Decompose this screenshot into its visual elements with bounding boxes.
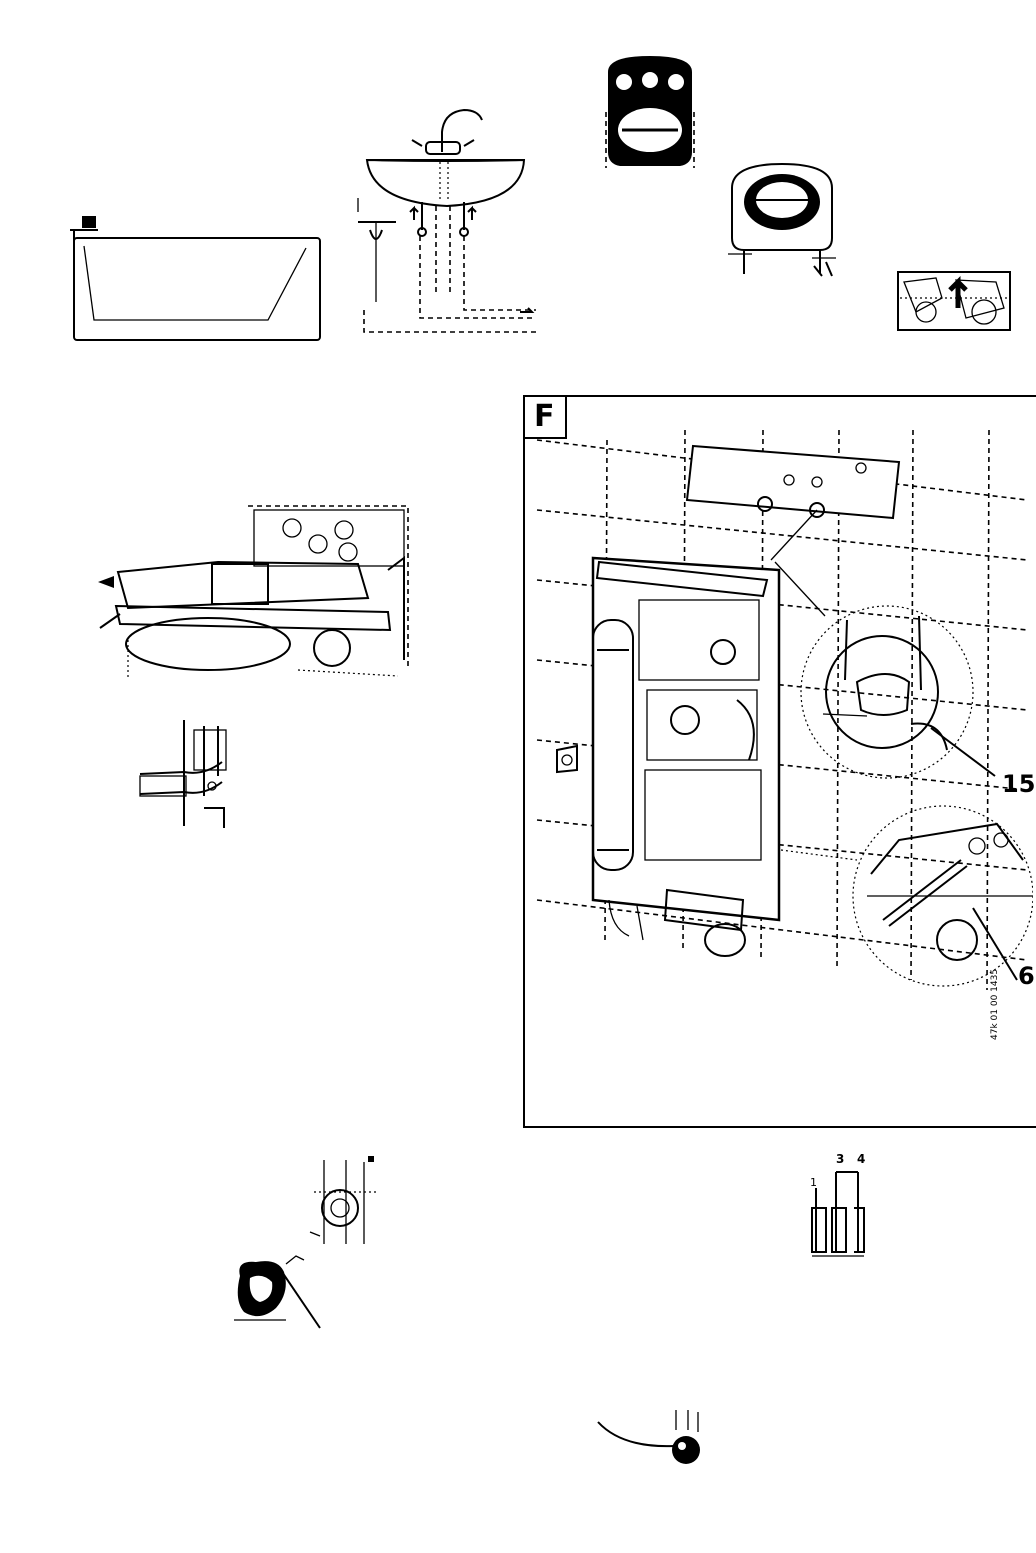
panel-f-side-code: 47k 01 00 1435 bbox=[990, 969, 1000, 1040]
terminal-block-detail bbox=[134, 716, 238, 832]
electrical-schematic: 1 3 4 bbox=[806, 1152, 870, 1262]
circuit-board-thumbnail bbox=[896, 268, 1014, 334]
schematic-terminal-3: 3 bbox=[836, 1152, 844, 1166]
callout-15: 15 bbox=[1002, 770, 1035, 798]
washbasin-illustration bbox=[352, 102, 542, 342]
bathtub-illustration bbox=[68, 208, 328, 348]
cable-gland-detail bbox=[592, 1404, 712, 1474]
water-connection-detail bbox=[226, 1152, 386, 1332]
device-housing-illustration bbox=[722, 158, 842, 282]
schematic-terminal-1: 1 bbox=[810, 1176, 817, 1189]
schematic-terminal-4: 4 bbox=[857, 1152, 865, 1166]
cover-plate-illustration bbox=[600, 52, 700, 172]
panel-f-installation-drawing bbox=[527, 420, 1033, 1050]
device-interior-illustration bbox=[98, 500, 414, 686]
callout-6: 6 bbox=[1018, 962, 1035, 990]
